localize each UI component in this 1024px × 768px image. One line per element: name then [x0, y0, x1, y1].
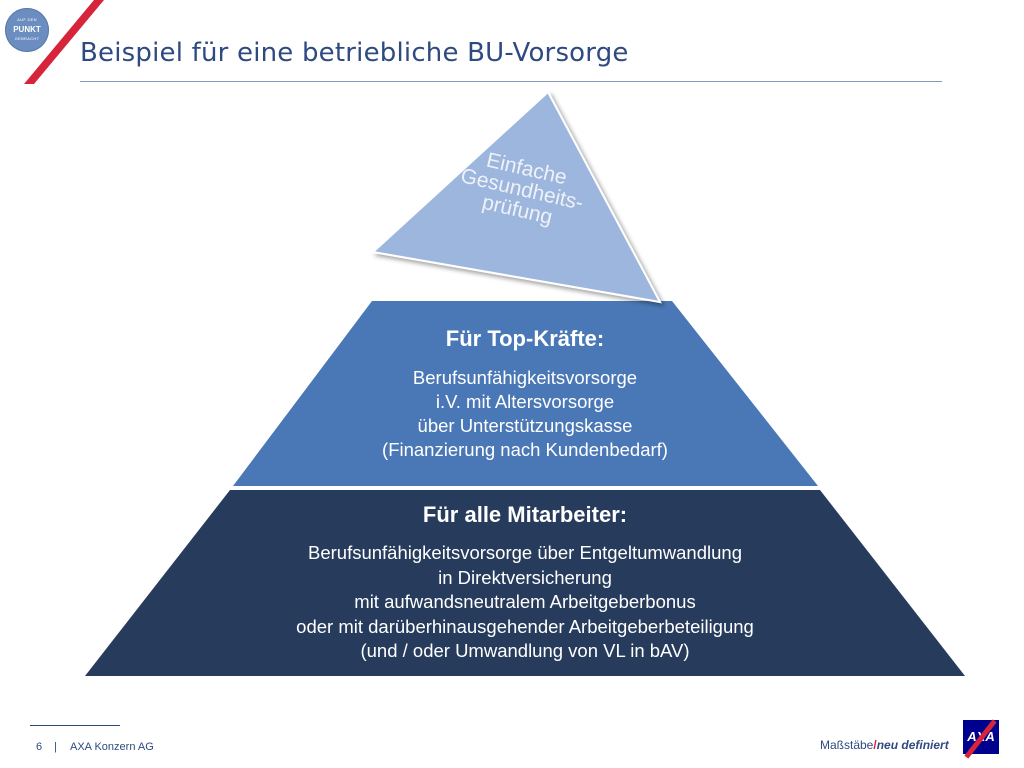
pyramid-middle-layer [233, 301, 818, 486]
title-underline [80, 81, 942, 82]
bottom-line-4: oder mit darüberhinausgehender Arbeitgeb… [296, 615, 754, 637]
bottom-layer-body: Berufsunfähigkeitsvorsorge über Entgeltu… [180, 541, 870, 664]
footer-separator: | [54, 741, 57, 753]
bottom-line-2: in Direktversicherung [438, 566, 612, 588]
auf-den-punkt-badge: AUF DEN PUNKT GEBRACHT [5, 8, 49, 52]
middle-line-2: i.V. mit Altersvorsorge [435, 391, 615, 412]
red-stripe-decoration [24, 0, 104, 84]
middle-line-4: (Finanzierung nach Kundenbedarf) [382, 439, 668, 460]
pyramid-bottom-layer [85, 490, 965, 676]
bottom-line-1: Berufsunfähigkeitsvorsorge über Entgeltu… [308, 542, 742, 563]
middle-line-3: über Unterstützungskasse [417, 415, 633, 436]
brand-claim: Maßstäbe/neu definiert [820, 738, 949, 752]
footer-rule [30, 725, 120, 726]
page-number: 6 [36, 741, 43, 753]
badge-line-1: AUF DEN [17, 17, 37, 22]
middle-line-1: Berufsunfähigkeitsvorsorge [412, 367, 638, 388]
claim-part-2: neu definiert [876, 738, 949, 752]
middle-layer-body: Berufsunfähigkeitsvorsorge i.V. mit Alte… [300, 366, 750, 462]
claim-part-1: Maßstäbe [820, 738, 874, 752]
slide-title: Beispiel für eine betriebliche BU-Vorsor… [80, 38, 629, 68]
pyramid-top-triangle [370, 90, 662, 304]
company-name: AXA Konzern AG [70, 741, 154, 753]
claim-slash: / [873, 738, 877, 752]
bottom-line-3: mit aufwandsneutralem Arbeitgeberbonus [354, 591, 696, 612]
bottom-line-5: (und / oder Umwandlung von VL in bAV) [360, 640, 690, 661]
badge-line-3: GEBRACHT [14, 36, 40, 41]
bottom-layer-heading: Für alle Mitarbeiter: [422, 502, 628, 527]
middle-layer-heading: Für Top-Kräfte: [445, 326, 605, 351]
badge-line-2: PUNKT [13, 25, 41, 34]
